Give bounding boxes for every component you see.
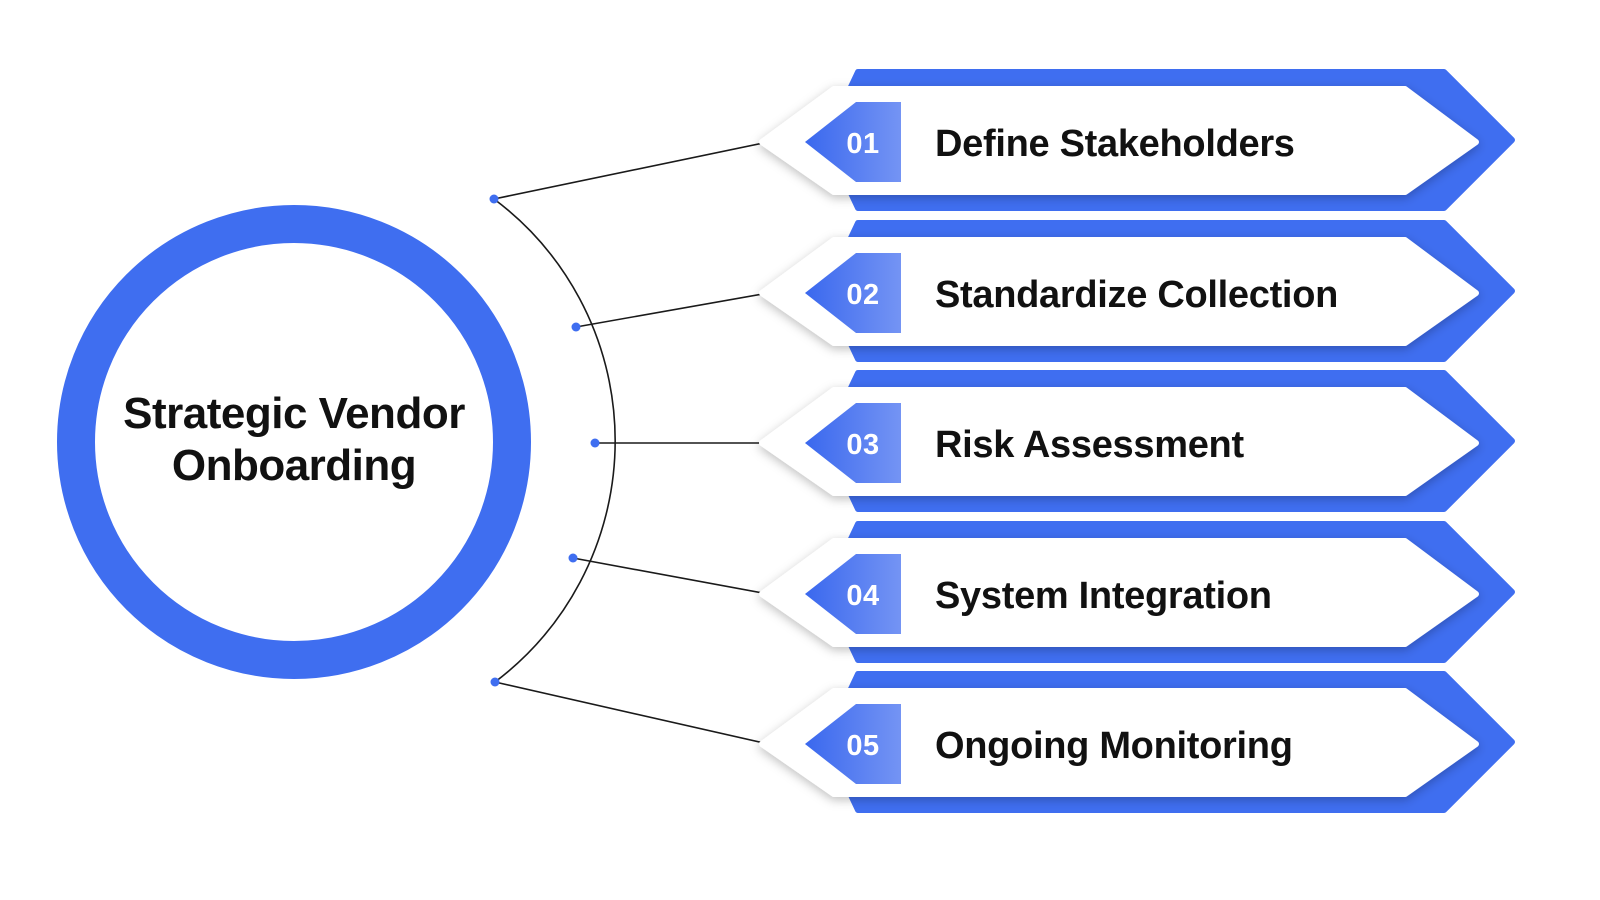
step-card-05: 05 Ongoing Monitoring [759,671,1515,813]
step-number-tab [805,403,901,483]
step-number-tab [805,102,901,182]
step-number-tab [805,704,901,784]
hub-ring [57,205,531,679]
step-card-04: 04 System Integration [759,521,1515,663]
connector-node [568,553,578,563]
step-card-front [759,688,1479,797]
step-card-01: 01 Define Stakeholders [759,69,1515,211]
step-number-tab [805,253,901,333]
step-card-front [759,86,1479,195]
step-label: Define Stakeholders [935,123,1295,165]
step-number: 03 [846,429,879,461]
connector-lines [489,141,769,745]
hub-title-line2: Onboarding [172,441,416,490]
hub: Strategic Vendor Onboarding [57,205,531,679]
hub-title-line1: Strategic Vendor [123,389,465,438]
step-label: Standardize Collection [935,274,1338,316]
connector-line [572,557,769,595]
step-number: 04 [846,580,879,612]
step-card-03: 03 Risk Assessment [759,370,1515,512]
connector-line [494,681,769,745]
step-number: 02 [846,279,879,311]
step-list: 01 Define Stakeholders 02 Standardize Colle… [759,69,1515,813]
connector-node [590,438,600,448]
connector-line [575,292,769,328]
step-card-front [759,387,1479,496]
connector-arc [493,198,616,683]
connector-node [490,677,500,687]
step-card-02: 02 Standardize Collection [759,220,1515,362]
step-card-front [759,538,1479,647]
step-number-tab [805,554,901,634]
step-label: System Integration [935,575,1272,617]
step-label: Ongoing Monitoring [935,725,1293,767]
connector-node [571,322,581,332]
step-number: 05 [846,730,879,762]
step-number: 01 [846,128,879,160]
step-card-front [759,237,1479,346]
step-label: Risk Assessment [935,424,1244,466]
connector-node [489,194,499,204]
connector-line [493,141,769,200]
